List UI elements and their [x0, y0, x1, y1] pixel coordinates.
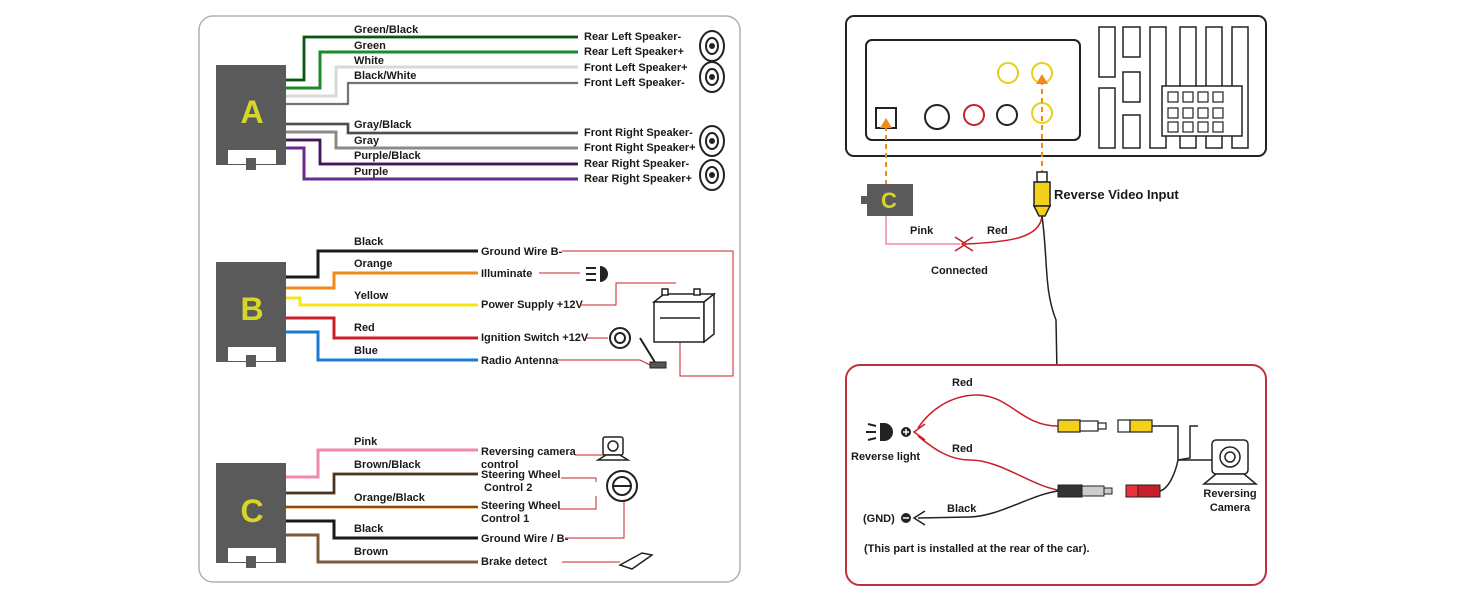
label-orange: Orange [354, 258, 393, 270]
func-front-right-minus: Front Right Speaker- [584, 127, 693, 139]
label-brown-black: Brown/Black [354, 459, 422, 471]
wire-white [286, 65, 578, 98]
func-front-right-plus: Front Right Speaker+ [584, 142, 696, 154]
wire-yellow [286, 296, 478, 307]
dc-plug-icon [1057, 484, 1113, 498]
connector-c [216, 463, 286, 563]
connector-c-small [867, 184, 913, 216]
label-gray: Gray [354, 135, 380, 147]
label-white: White [354, 55, 384, 67]
speaker-icon [699, 125, 725, 157]
brake-pedal-icon [618, 552, 654, 570]
func-illuminate: Illuminate [481, 268, 532, 280]
func-front-left-minus: Front Left Speaker- [584, 77, 685, 89]
connector-c-letter: C [240, 493, 263, 529]
func-power-supply: Power Supply +12V [481, 299, 583, 311]
reverse-light-label: Reverse light [851, 451, 920, 463]
connector-a-letter: A [240, 94, 263, 130]
connector-b-letter: B [240, 291, 263, 327]
rear-installation-box [845, 364, 1267, 586]
func-rear-right-minus: Rear Right Speaker- [584, 158, 689, 170]
head-unit-rear [845, 15, 1267, 157]
func-rear-left-plus: Rear Left Speaker+ [584, 46, 684, 58]
func-reversing-camera-1: Reversing camera [481, 446, 577, 458]
rca-plug-icon [1032, 171, 1052, 217]
battery-icon [651, 288, 717, 344]
dc-socket-icon [1125, 484, 1161, 498]
label-green: Green [354, 40, 386, 52]
wire-orange [286, 271, 478, 290]
ignition-key-icon [609, 327, 631, 349]
pink-label: Pink [910, 225, 934, 237]
speaker-icon [699, 159, 725, 191]
func-radio-antenna: Radio Antenna [481, 355, 559, 367]
red-label-1: Red [952, 377, 973, 389]
wire-blue [286, 330, 478, 362]
gnd-label: (GND) [863, 513, 895, 525]
black-label: Black [947, 503, 977, 515]
connector-b-group: B Black Orange Yellow Red Blue Ground Wi… [216, 236, 734, 377]
func-steering-1-1: Steering Wheel [481, 500, 560, 512]
antenna-icon [639, 337, 667, 369]
wire-green [286, 50, 578, 90]
camera-label-2: Camera [1210, 502, 1251, 514]
reverse-light-icon [866, 423, 911, 441]
connector-b [216, 262, 286, 362]
func-rear-right-plus: Rear Right Speaker+ [584, 173, 692, 185]
func-brake-detect: Brake detect [481, 556, 547, 568]
func-rear-left-minus: Rear Left Speaker- [584, 31, 682, 43]
rca-connector-pair [1057, 419, 1153, 433]
label-purple: Purple [354, 166, 388, 178]
label-blue: Blue [354, 345, 378, 357]
headlight-icon [586, 266, 608, 282]
func-ignition-switch: Ignition Switch +12V [481, 332, 589, 344]
label-brown: Brown [354, 546, 389, 558]
connector-a-group: A Green/Black Green White Black/White Gr… [216, 24, 725, 191]
label-black: Black [354, 236, 384, 248]
label-black-c: Black [354, 523, 384, 535]
label-gray-black: Gray/Black [354, 119, 412, 131]
label-red: Red [354, 322, 375, 334]
speaker-icon [699, 61, 725, 93]
wire-pink [286, 448, 478, 479]
reverse-video-input-label: Reverse Video Input [1054, 187, 1179, 202]
wire-gray [286, 130, 578, 150]
wire-brown [286, 533, 478, 564]
func-ground-wire-c: Ground Wire / B- [481, 533, 569, 545]
func-ground-wire: Ground Wire B- [481, 246, 563, 258]
label-purple-black: Purple/Black [354, 150, 422, 162]
reversing-camera-icon [1201, 439, 1259, 485]
red-top-label: Red [987, 225, 1008, 237]
label-yellow: Yellow [354, 290, 389, 302]
rear-note: (This part is installed at the rear of t… [864, 543, 1090, 555]
label-orange-black: Orange/Black [354, 492, 426, 504]
steering-wheel-icon [606, 470, 638, 502]
wire-black-c [286, 519, 478, 540]
camera-label-1: Reversing [1203, 488, 1256, 500]
connected-label: Connected [931, 265, 988, 277]
camera-icon [595, 436, 631, 461]
connector-c-group: C Pink Brown/Black Orange/Black Black Br… [216, 436, 654, 570]
red-label-2: Red [952, 443, 973, 455]
func-reversing-camera-2: control [481, 459, 518, 471]
connector-c-small-letter: C [881, 188, 897, 213]
func-steering-2-2: Control 2 [481, 482, 532, 494]
label-green-black: Green/Black [354, 24, 419, 36]
wire-purple [286, 146, 578, 181]
wire-black [286, 249, 478, 279]
func-steering-2-1: Steering Wheel [481, 469, 560, 481]
connector-a [216, 65, 286, 165]
wire-red [286, 316, 478, 340]
label-black-white: Black/White [354, 70, 416, 82]
func-steering-1-2: Control 1 [481, 513, 529, 525]
speaker-icon [699, 30, 725, 62]
func-front-left-plus: Front Left Speaker+ [584, 62, 688, 74]
label-pink: Pink [354, 436, 378, 448]
